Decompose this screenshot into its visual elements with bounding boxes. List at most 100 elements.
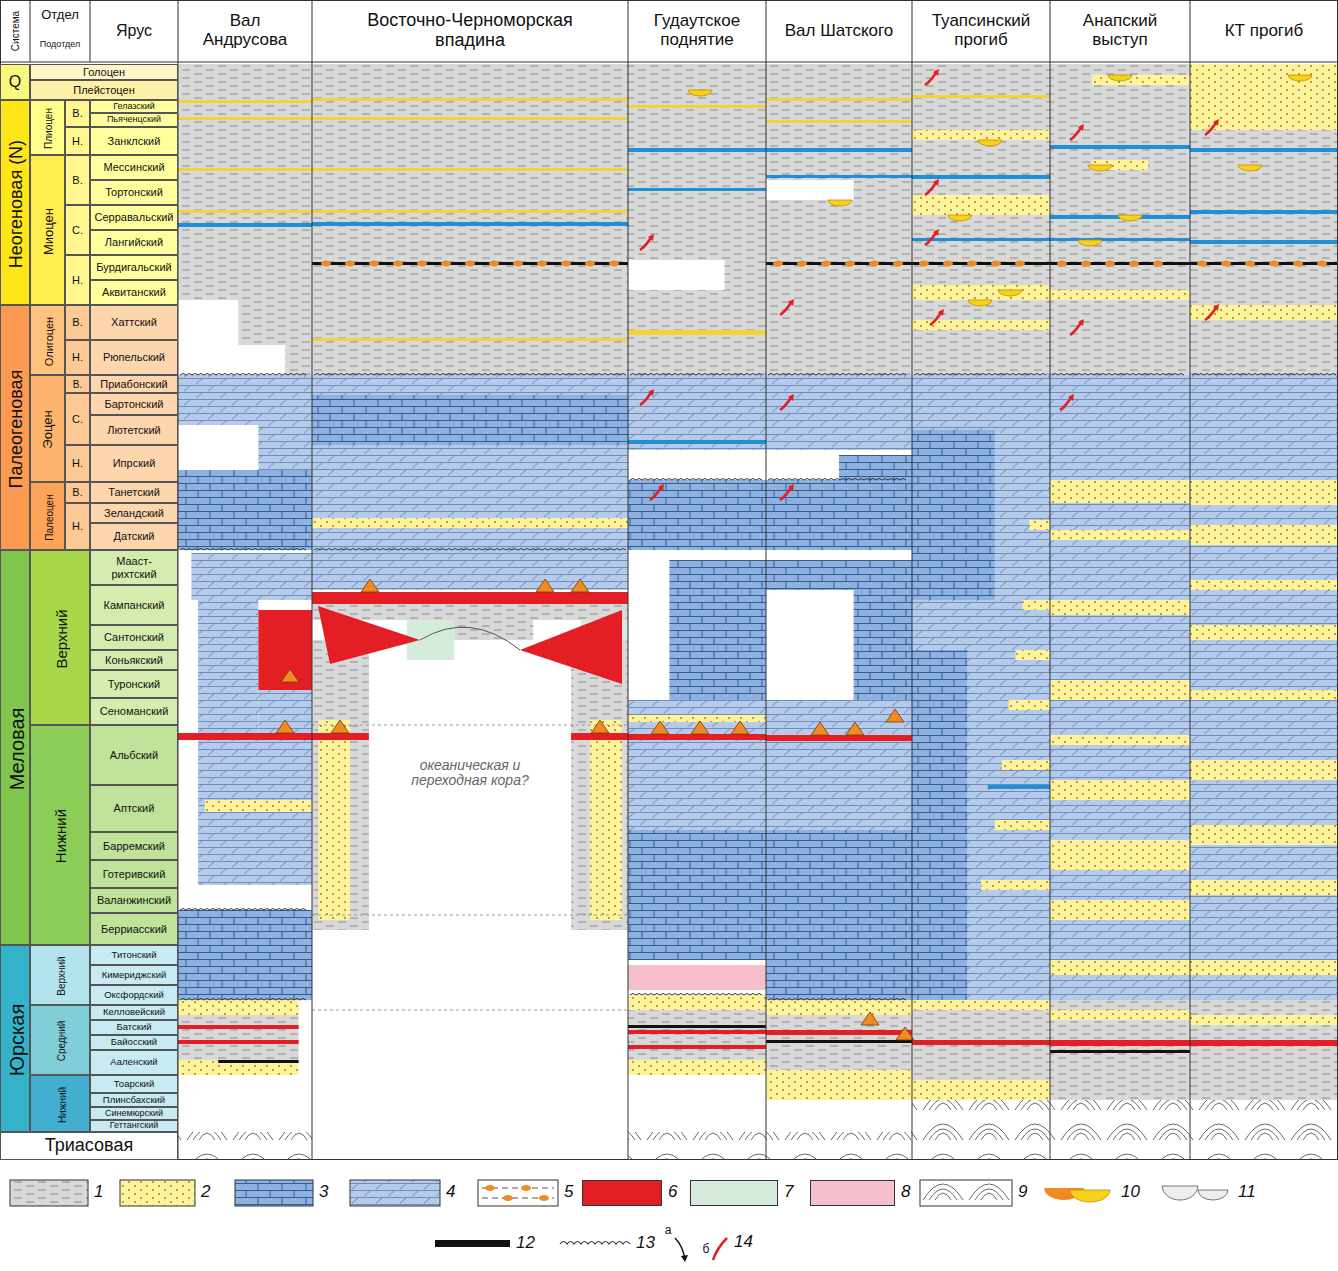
legend-number: 14 bbox=[734, 1233, 753, 1252]
table-cell: Приабонский bbox=[90, 375, 178, 393]
lithology-band bbox=[669, 560, 766, 700]
lithology-band bbox=[1050, 550, 1190, 1000]
table-cell: Неогеновая (N) bbox=[0, 100, 30, 305]
lithology-band bbox=[218, 1060, 298, 1063]
concretion bbox=[345, 261, 355, 267]
table-cell: Сеноманский bbox=[90, 698, 178, 725]
table-cell: Датский bbox=[90, 523, 178, 550]
table-cell: Лютетский bbox=[90, 415, 178, 445]
label-text: Н. bbox=[72, 520, 83, 532]
label-text: Хаттский bbox=[111, 316, 157, 328]
table-cell: Кампанский bbox=[90, 585, 178, 625]
table-cell: Оксфордский bbox=[90, 985, 178, 1005]
concretion bbox=[773, 261, 783, 267]
lithology-band bbox=[1190, 525, 1338, 545]
lithology-band bbox=[1190, 690, 1338, 700]
lithology-band bbox=[1190, 1015, 1338, 1025]
concretion bbox=[1269, 261, 1279, 267]
unconformity-line bbox=[768, 999, 906, 1001]
label-text: океаническая и переходная кора? bbox=[385, 758, 555, 789]
rotated-holder: Эоцен bbox=[31, 376, 66, 483]
label-text: Средний bbox=[56, 1021, 67, 1062]
unconformity-line bbox=[1052, 374, 1184, 376]
label-text: В. bbox=[72, 316, 82, 328]
legend-number: 6 bbox=[668, 1183, 677, 1202]
legend-number: 8 bbox=[901, 1183, 910, 1202]
unconformity-line bbox=[180, 549, 306, 551]
legend-number: 1 bbox=[94, 1183, 103, 1202]
label-text: Вал Андрусова bbox=[190, 12, 300, 49]
label-text: Байосский bbox=[111, 1037, 157, 1047]
volcanic-wedge bbox=[318, 606, 420, 664]
label-text: Мессинский bbox=[103, 161, 164, 173]
fault-arrowhead bbox=[938, 309, 944, 316]
label-text: Готеривский bbox=[103, 868, 166, 880]
label-text: Голоцен bbox=[83, 66, 125, 78]
table-cell: Мессинский bbox=[90, 155, 178, 180]
column-line bbox=[1050, 0, 1051, 1160]
lithology-band bbox=[628, 375, 766, 450]
label-text: Синемюрский bbox=[105, 1109, 163, 1119]
lithology-band bbox=[628, 330, 766, 335]
label-text: Сантонский bbox=[104, 631, 164, 643]
lithology-band bbox=[178, 1025, 299, 1029]
rotated-holder: Система bbox=[0, 0, 30, 62]
lithology-band bbox=[912, 1100, 1050, 1160]
unconformity-line bbox=[180, 909, 306, 911]
volcano-symbol bbox=[571, 579, 589, 592]
table-cell: Триасовая bbox=[0, 1132, 178, 1160]
lithology-band bbox=[1190, 550, 1338, 1000]
unconformity-line bbox=[768, 479, 906, 481]
volcano-symbol bbox=[886, 709, 904, 722]
lithology-band bbox=[1050, 145, 1190, 149]
lithology-band bbox=[205, 800, 312, 812]
legend-pattern bbox=[350, 1180, 440, 1206]
fault-arrowhead bbox=[933, 179, 939, 186]
label-box: б bbox=[700, 1243, 712, 1257]
table-cell: Н. bbox=[65, 445, 90, 482]
legend-pattern bbox=[235, 1180, 313, 1206]
label-text: Тортонский bbox=[105, 186, 163, 198]
legend-pattern bbox=[1162, 1186, 1198, 1200]
table-cell: Плинсбахский bbox=[90, 1093, 178, 1107]
lithology-band bbox=[312, 98, 628, 101]
lithology-band bbox=[1050, 262, 1190, 265]
table-cell: В. bbox=[65, 155, 90, 205]
table-cell: Н. bbox=[65, 127, 90, 155]
lithology-band bbox=[312, 117, 628, 120]
table-cell: Бурдигальский bbox=[90, 255, 178, 280]
lithology-band bbox=[1050, 238, 1190, 241]
lithology-band bbox=[766, 700, 912, 830]
lithology-band bbox=[312, 733, 369, 740]
label-text: Аптский bbox=[114, 802, 155, 814]
rotated-holder: Юрская bbox=[1, 946, 31, 1133]
lithology-band bbox=[178, 1132, 312, 1160]
lithology-band bbox=[178, 64, 312, 300]
table-frame bbox=[1, 1, 1338, 1160]
table-cell: Валанжинский bbox=[90, 888, 178, 913]
rotated-holder: Меловая bbox=[1, 551, 31, 946]
fault-arrowhead bbox=[788, 484, 794, 491]
label-text: Олигоцен bbox=[42, 316, 54, 365]
lithology-band bbox=[1050, 503, 1190, 550]
legend-number: 7 bbox=[784, 1183, 793, 1202]
legend-pattern bbox=[478, 1180, 558, 1206]
lithology-band bbox=[1190, 505, 1338, 550]
table-cell: Келловейский bbox=[90, 1005, 178, 1020]
label-text: Палеогеновая bbox=[6, 369, 26, 488]
lithology-band bbox=[198, 600, 258, 735]
lithology-band bbox=[312, 222, 628, 226]
concretion bbox=[561, 261, 571, 267]
lithology-band bbox=[1092, 75, 1190, 85]
legend-line bbox=[435, 1240, 510, 1247]
lens-symbol bbox=[1088, 165, 1112, 171]
lithology-band bbox=[1016, 650, 1051, 660]
lithology-band bbox=[312, 338, 628, 341]
lithology-band bbox=[178, 375, 312, 425]
lithology-band bbox=[1190, 130, 1338, 375]
label-text: Пьяченцский bbox=[107, 115, 161, 125]
table-cell: С. bbox=[65, 393, 90, 445]
lithology-band bbox=[191, 553, 312, 600]
label-text: Серравальский bbox=[94, 211, 173, 223]
lithology-band bbox=[1190, 210, 1338, 214]
